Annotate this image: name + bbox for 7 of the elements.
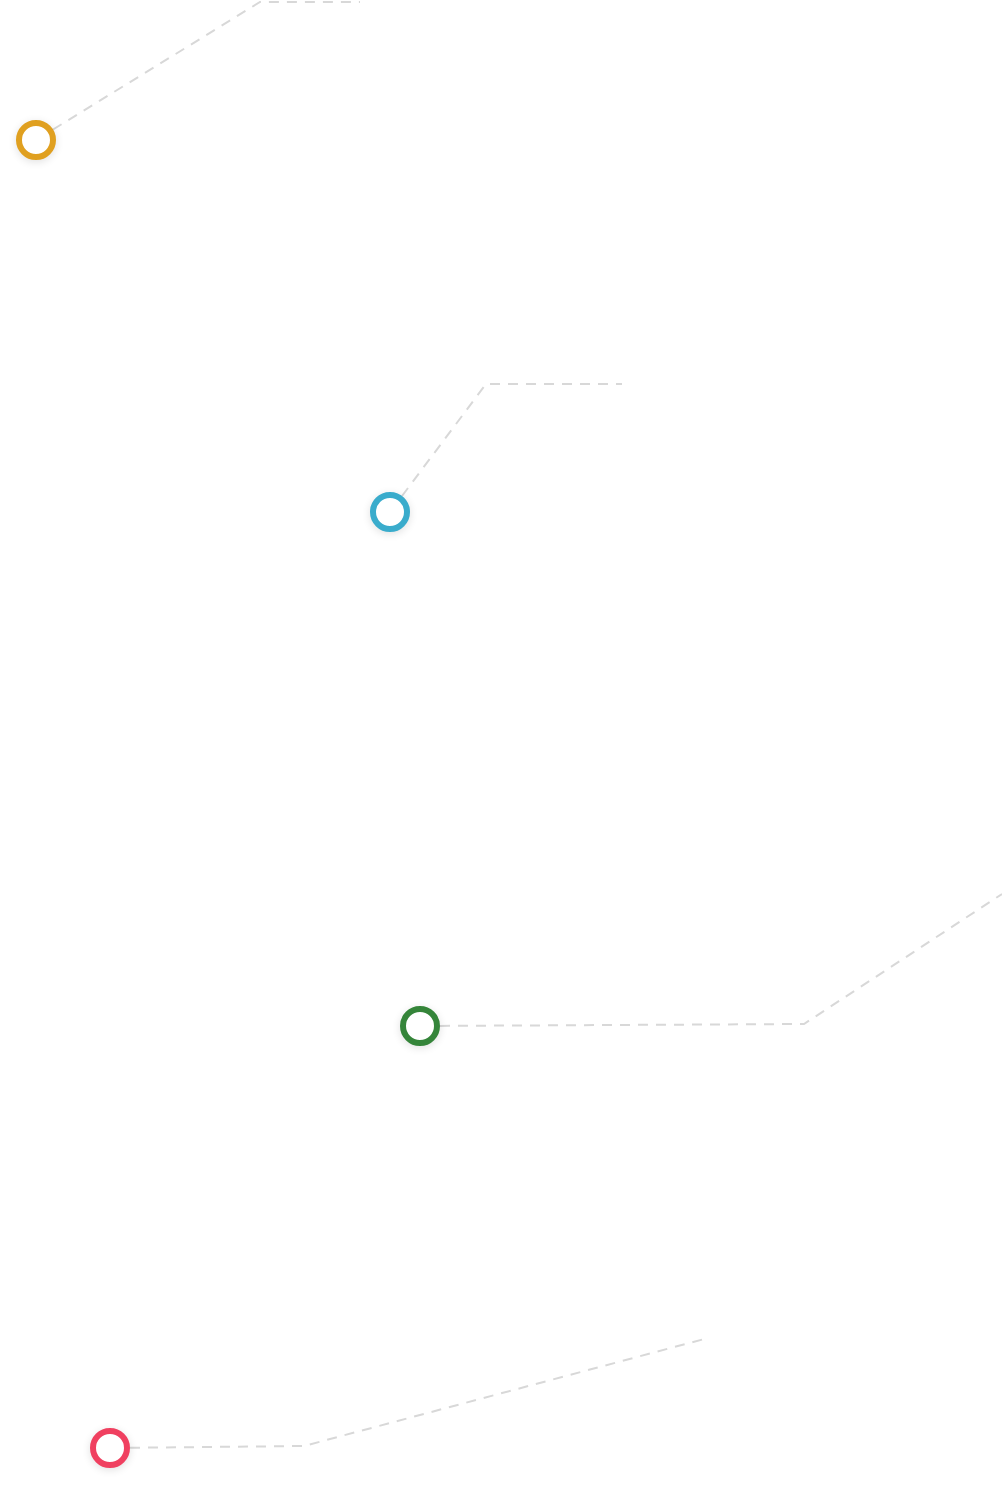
circle-marker xyxy=(16,120,56,160)
leader-line xyxy=(439,893,1002,1027)
circle-marker xyxy=(370,492,410,532)
leader-line xyxy=(401,383,623,497)
circle-marker xyxy=(90,1428,130,1468)
leader-line xyxy=(52,1,361,131)
circle-marker xyxy=(400,1006,440,1046)
